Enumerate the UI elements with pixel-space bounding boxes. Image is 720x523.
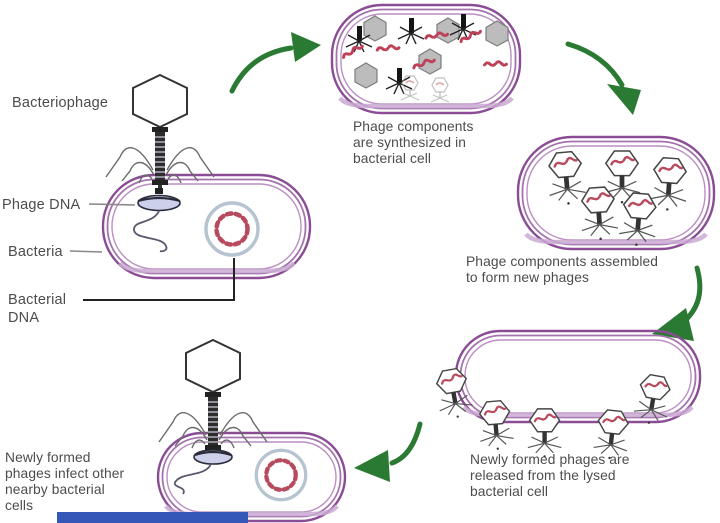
cell-membrane [516, 135, 716, 251]
bacteriophage-large-icon [158, 339, 268, 459]
pointer-line-phage-dna [88, 203, 136, 206]
assembled-phages [544, 149, 691, 249]
caption-synthesis-line3: bacterial cell [353, 151, 431, 166]
injected-phage-dna [173, 449, 233, 495]
phage-small [475, 398, 516, 453]
bacterial-dna-plasmid [206, 203, 258, 255]
arrow-synthesis-to-assembly [565, 41, 641, 115]
arrow-assembly-to-lysis [652, 265, 703, 341]
cell-membrane [330, 3, 522, 115]
capsid-hexagons [354, 15, 509, 89]
cell-infected-initial [101, 74, 312, 280]
label-bacteria: Bacteria [8, 244, 64, 260]
phage-dna-strand [133, 210, 168, 253]
phage-small [647, 155, 691, 214]
caption-infection-line1: Newly formed [5, 450, 91, 465]
cell-synthesis [330, 3, 522, 115]
phage-small [526, 407, 563, 459]
caption-assembly-line1: Phage components assembled [466, 254, 658, 269]
arrow-lysis-to-reinfection [354, 421, 423, 482]
caption-release-line3: bacterial cell [470, 484, 548, 499]
pointer-line-bacteria [69, 250, 103, 253]
phage-dna-strand [173, 463, 212, 495]
bottom-blue-bar [57, 512, 248, 523]
cell-membrane [101, 173, 312, 280]
pointer-line-bacterial-dna [83, 258, 235, 301]
cell-assembly [516, 135, 716, 251]
cell-membrane [156, 431, 347, 523]
caption-synthesis-line1: Phage components [353, 119, 474, 134]
cell-lysed [431, 329, 702, 463]
label-bacteriophage: Bacteriophage [12, 95, 108, 111]
cell-newly-infected [156, 339, 347, 523]
phage-small [544, 149, 588, 208]
caption-synthesis-line2: are synthesized in [353, 135, 466, 150]
caption-release-line1: Newly formed phages are [470, 452, 630, 467]
phage-small [617, 190, 661, 249]
caption-infection-line3: nearby bacterial [5, 482, 105, 497]
injection-site [209, 445, 217, 451]
label-bacterial-dna-line2: DNA [8, 310, 39, 326]
caption-release-line2: released from the lysed [470, 468, 616, 483]
partially-assembled-phages [400, 75, 450, 103]
injection-site [155, 188, 163, 194]
phage-small [631, 371, 675, 428]
injected-phage-dna [133, 194, 181, 253]
caption-infection-line4: cells [5, 498, 33, 513]
bacterial-dna-plasmid [256, 450, 305, 499]
arrow-infection-to-synthesis [229, 32, 321, 94]
label-bacterial-dna-line1: Bacterial [8, 292, 66, 308]
caption-assembly-line2: to form new phages [466, 270, 589, 285]
label-phage-dna: Phage DNA [2, 197, 80, 213]
phage-small [577, 185, 620, 243]
caption-infection-line2: phages infect other [5, 466, 125, 481]
